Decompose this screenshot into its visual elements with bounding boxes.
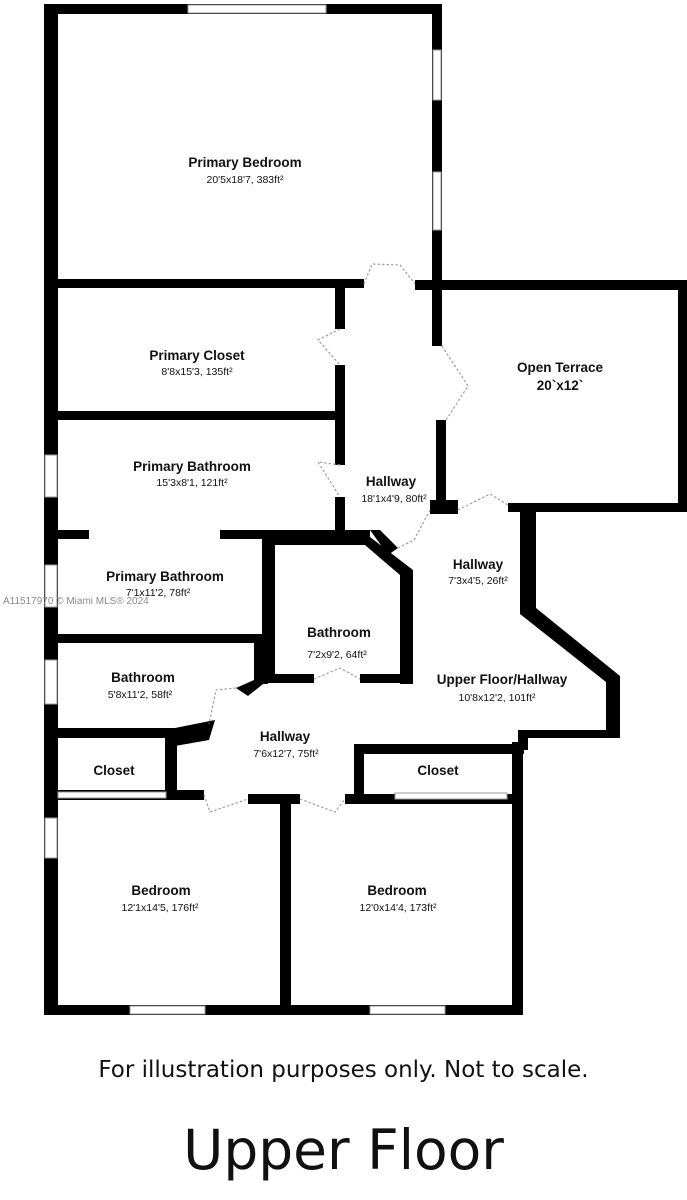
doors [203, 263, 509, 813]
room-name: Bedroom [131, 883, 190, 898]
wall-hall-west-lower [335, 497, 345, 537]
window-closet-right [394, 792, 508, 800]
door-hall-bath [316, 461, 341, 498]
door-terrace [441, 345, 469, 421]
wall-small-bath-foot [236, 680, 268, 696]
door-closet [317, 328, 341, 366]
wall-small-bath-bottom [44, 728, 199, 738]
room-dims: 10'8x12'2, 101ft² [459, 692, 536, 704]
room-dims: 20`x12` [537, 378, 584, 393]
wall-terrace-bottom [508, 503, 687, 512]
room-name: Primary Bathroom [133, 459, 251, 474]
room-dims: 15'3x8'1, 121ft² [156, 477, 228, 489]
wall-terrace-top [415, 280, 687, 290]
room-name: Upper Floor/Hallway [437, 672, 568, 687]
wall-bath-bottom-right [360, 674, 413, 683]
room-dims: 20'5x18'7, 383ft² [207, 174, 284, 186]
door-small-bath [208, 687, 237, 725]
wall-bath-split-left [44, 530, 89, 539]
window-bedroom-right-upper [432, 49, 442, 101]
outer-walls [44, 4, 687, 1015]
window-primary-bath [44, 454, 58, 498]
window-closet-left [57, 791, 167, 799]
wall-closet-right-top [354, 744, 524, 754]
floor-plan: Primary Bedroom 20'5x18'7, 383ft² Primar… [3, 4, 687, 1015]
room-labels: Primary Bedroom 20'5x18'7, 383ft² Primar… [3, 155, 604, 914]
room-dims: 18'1x4'9, 80ft² [361, 493, 427, 505]
wall-small-bath-right [254, 634, 268, 684]
wall-terrace-left-foot [430, 500, 458, 514]
room-name: Bedroom [367, 883, 426, 898]
wall-closet-left-right [165, 736, 177, 794]
door-hallway-east [457, 493, 509, 511]
window-bedroom-bottom-left [129, 1005, 206, 1015]
door-bedroom-right [299, 798, 346, 813]
room-name: Hallway [453, 557, 504, 572]
window-primary-bath-2 [44, 564, 58, 608]
wall-left-upper [44, 4, 58, 1015]
room-name: Closet [417, 763, 459, 778]
door-bedroom-left [203, 794, 249, 813]
wall-terrace-right [678, 280, 687, 512]
window-bedroom-right-lower [432, 171, 442, 231]
window-bedroom-bottom-right [369, 1005, 446, 1015]
room-name: Closet [93, 763, 135, 778]
watermark: A11517970 © Miami MLS® 2024 [3, 596, 149, 607]
wall-hall-west-upper [335, 279, 345, 329]
interior-walls [44, 279, 524, 1015]
room-dims: 8'8x15'3, 135ft² [161, 366, 233, 378]
windows [44, 4, 508, 1015]
wall-closet-bath [44, 411, 342, 420]
room-name: Primary Bathroom [106, 569, 224, 584]
floor-title: Upper Floor [183, 1118, 504, 1182]
wall-right-primary-bedroom [432, 4, 442, 286]
wall-bedroom-divider [280, 794, 291, 1015]
room-name: Primary Closet [149, 348, 245, 363]
room-name: Open Terrace [517, 360, 604, 375]
room-name: Primary Bedroom [188, 155, 301, 170]
room-name: Hallway [260, 729, 311, 744]
room-dims: 7'6x12'7, 75ft² [253, 748, 319, 760]
wall-east-bedroom-right [512, 742, 523, 1015]
wall-bath-bottom-left [262, 674, 314, 683]
wall-hall-diag [370, 530, 398, 555]
wall-terrace-left-upper [432, 286, 442, 346]
room-name: Hallway [366, 474, 417, 489]
wall-closet-right-left [354, 744, 364, 800]
room-dims: 7'2x9'2, 64ft² [307, 649, 367, 661]
disclaimer-text: For illustration purposes only. Not to s… [98, 1057, 589, 1083]
window-bedroom-left [44, 817, 58, 859]
room-name: Bathroom [111, 670, 175, 685]
wall-hallway-corner [175, 720, 215, 746]
door-bathroom-center [313, 667, 361, 680]
wall-bath-angled [262, 537, 413, 684]
wall-bedroom-closet [44, 279, 364, 288]
room-dims: 12'0x14'4, 173ft² [360, 902, 437, 914]
wall-east-angled [518, 505, 620, 750]
window-bedroom-top [187, 4, 327, 14]
door-hallway-diag [397, 509, 431, 549]
room-dims: 5'8x11'2, 58ft² [108, 689, 173, 701]
room-dims: 7'1x11'2, 78ft² [126, 587, 191, 599]
wall-hall-west-mid [335, 365, 345, 465]
room-name: Bathroom [307, 625, 371, 640]
window-bathroom [44, 659, 58, 705]
wall-bedroom-top-mid [248, 794, 300, 804]
wall-primary-bath-bottom [44, 634, 269, 643]
wall-terrace-left-lower [436, 420, 446, 512]
room-dims: 7'3x4'5, 26ft² [448, 575, 508, 587]
door-primary-bedroom [363, 263, 416, 285]
wall-bath-split-right [220, 530, 370, 539]
room-dims: 12'1x14'5, 176ft² [122, 902, 199, 914]
